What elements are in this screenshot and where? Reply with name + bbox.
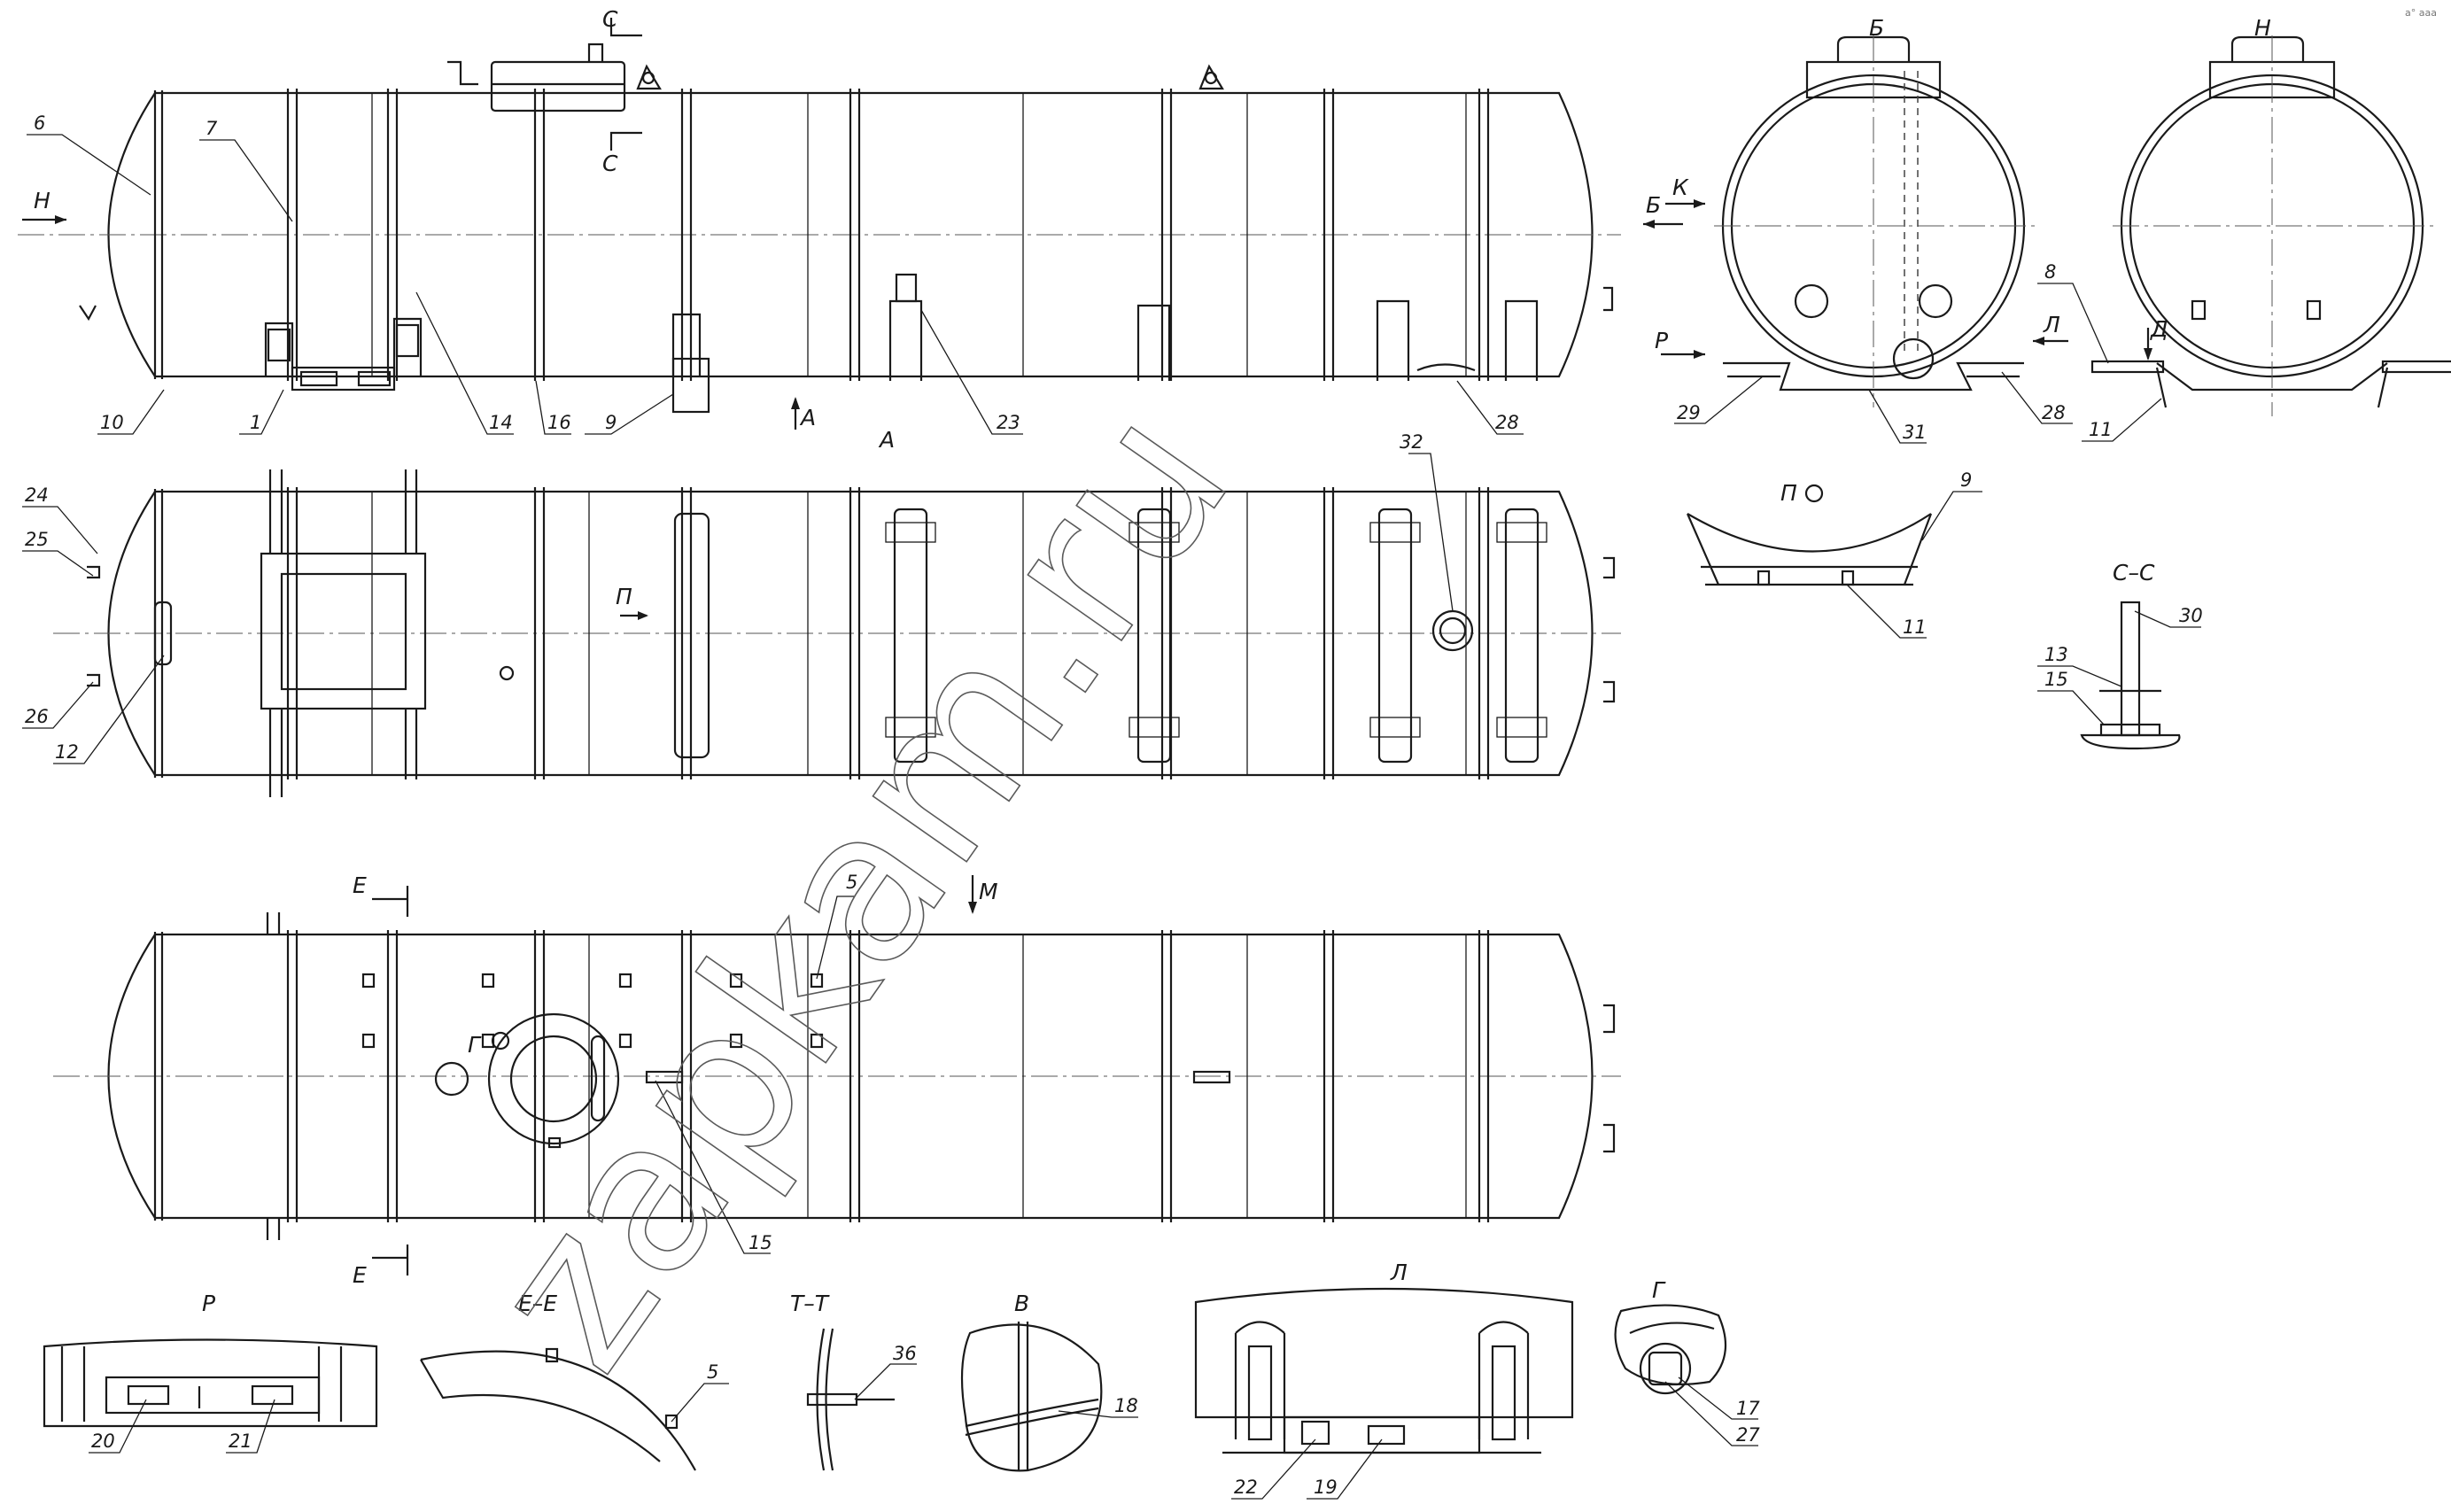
dome-on-top <box>447 43 1224 112</box>
view-label-l: Л <box>1390 1260 1408 1285</box>
front-view-rings <box>153 89 1490 381</box>
view-label-d-arrow: Д <box>2150 316 2168 342</box>
callout-36: 36 <box>893 1343 917 1364</box>
callout-6: 6 <box>34 112 45 134</box>
view-label-ee: Е–Е <box>518 1291 557 1316</box>
view-label-l-arrow: Л <box>2043 312 2060 337</box>
detail-l: Л <box>1194 1260 1574 1454</box>
callout-30: 30 <box>2179 605 2203 626</box>
callout-11-top: 11 <box>2089 419 2113 440</box>
section-e-e: Е–Е <box>420 1291 696 1471</box>
view-label-g-mark: Г <box>468 1032 482 1058</box>
callout-1: 1 <box>250 412 261 433</box>
callout-10: 10 <box>100 412 124 433</box>
callout-17: 17 <box>1736 1398 1760 1419</box>
callout-15-bottom: 15 <box>748 1232 772 1253</box>
section-c-c: С–С <box>2080 560 2181 750</box>
end-view-b: Б Б К Р Л <box>1643 15 2068 407</box>
callout-21: 21 <box>229 1431 252 1452</box>
drain-hatch <box>434 1012 620 1149</box>
view-label-s-bottom: С <box>602 151 618 176</box>
detail-p: П <box>1686 480 1933 586</box>
callout-14: 14 <box>489 412 513 433</box>
view-label-g: Г <box>1652 1277 1666 1303</box>
callout-24: 24 <box>25 485 49 506</box>
callout-28-top: 28 <box>1495 412 1519 433</box>
section-cut-c-c: С С <box>602 6 642 176</box>
end-view-n: Н Д <box>2090 15 2451 416</box>
view-label-p-arrow: П <box>616 584 632 609</box>
bottom-view-pads <box>361 973 1231 1084</box>
view-label-p: П <box>1780 480 1797 506</box>
view-label-e-top: Е <box>353 872 367 898</box>
detail-g: Г <box>1614 1277 1727 1395</box>
bottom-view: Е Е М Г <box>53 872 1621 1288</box>
callout-29: 29 <box>1677 402 1701 423</box>
callout-9-top: 9 <box>605 412 617 433</box>
view-label-k-arrow: К <box>1672 174 1689 200</box>
callouts: 6 7 10 1 14 16 9 23 28 24 25 26 12 32 5 … <box>22 112 2203 1500</box>
callout-12: 12 <box>55 741 79 763</box>
corner-mark: а° ааа <box>2405 7 2437 19</box>
callout-31: 31 <box>1903 422 1927 443</box>
view-label-n-arrow: Н <box>34 188 50 213</box>
callout-15-right: 15 <box>2044 669 2068 690</box>
view-label-r: Р <box>202 1291 216 1316</box>
front-view-supports <box>79 273 1614 414</box>
view-label-e-bottom: Е <box>353 1262 367 1288</box>
front-view: С С Н А <box>18 6 1621 430</box>
clamp-bands <box>673 508 1547 764</box>
callout-5-bottom: 5 <box>846 872 857 893</box>
view-label-a: А <box>878 427 895 453</box>
detail-r: Р <box>43 1291 378 1428</box>
view-label-n: Н <box>2254 15 2271 41</box>
callout-7: 7 <box>206 118 218 139</box>
top-view: А <box>53 427 1621 797</box>
view-label-m-arrow: М <box>979 879 998 904</box>
callout-20: 20 <box>91 1431 115 1452</box>
view-label-r-arrow: Р <box>1655 328 1669 353</box>
callout-19: 19 <box>1314 1477 1338 1498</box>
callout-16: 16 <box>547 412 571 433</box>
callout-22: 22 <box>1234 1477 1258 1498</box>
callout-26: 26 <box>25 706 49 727</box>
view-label-b: Б <box>1869 15 1884 41</box>
callout-27: 27 <box>1736 1424 1760 1446</box>
callout-13: 13 <box>2044 644 2068 665</box>
bottom-view-rings <box>153 930 1490 1222</box>
view-label-b-arrow: Б <box>1646 192 1661 218</box>
view-label-ss: С–С <box>2113 560 2155 585</box>
view-label-a-arrow: А <box>799 405 816 430</box>
callout-9-right: 9 <box>1960 469 1972 491</box>
callout-25: 25 <box>25 529 49 550</box>
view-label-tt: Т–Т <box>790 1291 830 1316</box>
callout-32: 32 <box>1400 431 1423 453</box>
view-label-s-top: С <box>602 6 618 32</box>
callout-23: 23 <box>997 412 1020 433</box>
section-t-t: Т–Т <box>790 1291 895 1471</box>
hatch-frame <box>260 469 427 797</box>
callout-28-right: 28 <box>2042 402 2066 423</box>
view-label-v: В <box>1014 1291 1029 1316</box>
callout-11-right: 11 <box>1903 616 1927 638</box>
callout-5-detail: 5 <box>707 1361 718 1383</box>
detail-v: В <box>960 1291 1103 1472</box>
callout-8: 8 <box>2044 261 2056 283</box>
callout-18: 18 <box>1114 1395 1138 1416</box>
